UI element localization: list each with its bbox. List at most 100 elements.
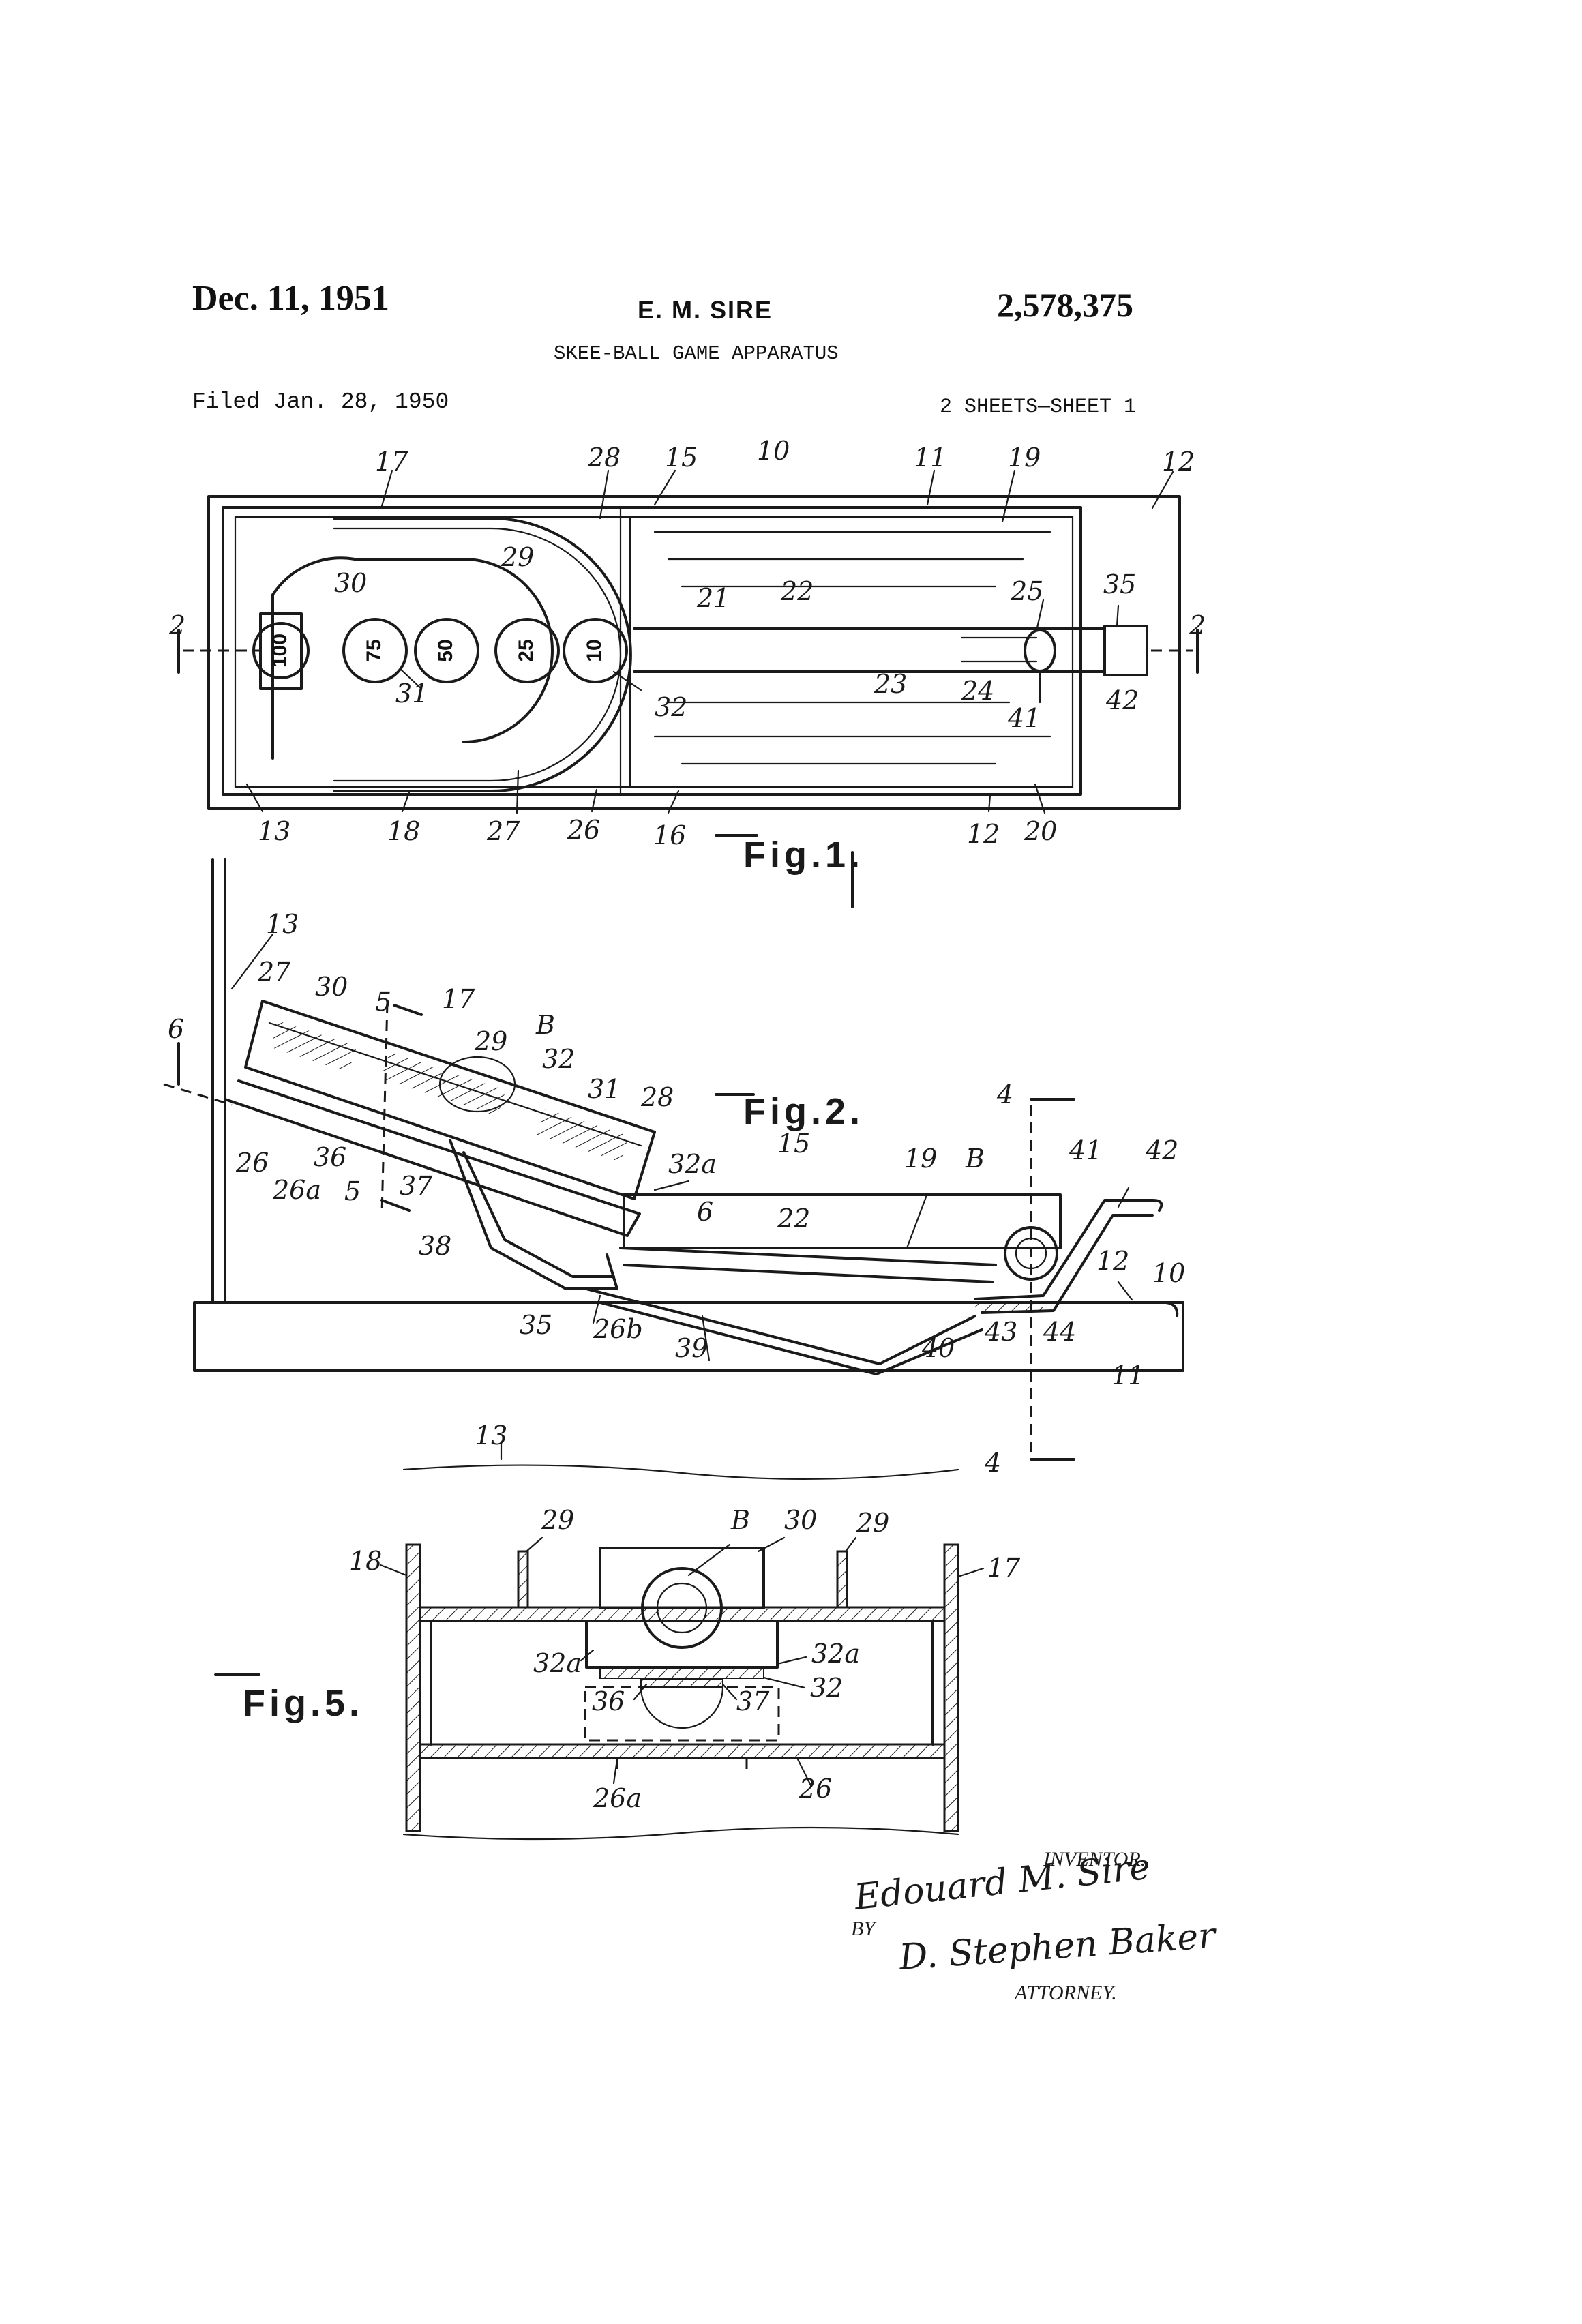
ref-label: 22 <box>777 1204 810 1234</box>
ref-label: 13 <box>266 909 299 939</box>
ref-label: 12 <box>1096 1246 1129 1276</box>
ref-label: 26 <box>567 815 600 845</box>
ref-label: 32a <box>533 1648 582 1678</box>
pocket-10: 10 <box>564 619 627 682</box>
ref-label: 18 <box>349 1546 382 1576</box>
ref-label: 36 <box>592 1686 625 1716</box>
ref-label: 22 <box>780 576 814 606</box>
by-caption: BY <box>851 1918 877 1940</box>
attorney-signature: D. Stephen Baker <box>897 1916 1219 1979</box>
ref-label: 11 <box>1111 1360 1144 1390</box>
ref-label: 44 <box>1043 1317 1076 1347</box>
ref-label: 38 <box>419 1231 451 1261</box>
ref-label: 6 <box>168 1014 184 1044</box>
figure-1-reference-numerals: 17 28 15 10 11 19 12 30 29 2 21 22 25 35… <box>168 436 1206 850</box>
ref-label: 27 <box>486 816 520 846</box>
ref-label: 30 <box>784 1505 817 1535</box>
ref-label: 5 <box>344 1176 361 1206</box>
ref-label: 37 <box>736 1686 770 1716</box>
ref-label: 42 <box>1105 685 1139 715</box>
ref-label: 11 <box>914 443 946 473</box>
pocket-75: 75 <box>344 619 406 682</box>
ref-label: 26a <box>593 1783 642 1813</box>
ref-label: 12 <box>1162 447 1195 477</box>
ref-label: 24 <box>961 676 994 706</box>
signature-block: INVENTOR. Edouard M. Sire BY D. Stephen … <box>851 1847 1219 2004</box>
ref-label: 32a <box>668 1149 717 1179</box>
ref-label: 2 <box>168 610 185 640</box>
svg-text:50: 50 <box>434 639 457 661</box>
pocket-25: 25 <box>496 619 558 682</box>
svg-text:25: 25 <box>515 639 537 661</box>
ref-label: 31 <box>395 679 428 709</box>
ref-label: 31 <box>588 1074 621 1104</box>
ref-label: 25 <box>1010 576 1043 606</box>
ref-label: 13 <box>475 1420 507 1450</box>
figure-5-label: Fig.5. <box>243 1683 363 1724</box>
pocket-50: 50 <box>415 619 478 682</box>
ref-label: 36 <box>314 1142 346 1172</box>
ref-label: 23 <box>874 669 907 699</box>
figure-2-label: Fig.2. <box>743 1091 864 1132</box>
ref-label: 37 <box>400 1171 433 1201</box>
ref-label: 29 <box>856 1508 889 1538</box>
ref-label: 12 <box>967 819 1000 849</box>
ref-label: 32 <box>542 1044 575 1074</box>
ref-label: 20 <box>1024 816 1057 846</box>
ref-label: 39 <box>675 1333 708 1363</box>
ref-label: 40 <box>921 1333 955 1363</box>
attorney-caption: ATTORNEY. <box>1013 1982 1117 2004</box>
figure-1-plan-view: 100 75 50 25 10 <box>168 436 1206 907</box>
svg-text:10: 10 <box>583 639 606 661</box>
figure-5-cross-section: 13 29 B 30 29 18 17 32a 32a 32 36 37 26a… <box>215 1420 1021 1839</box>
ref-label: 18 <box>387 816 420 846</box>
ref-label: 17 <box>375 447 408 477</box>
ref-label: 10 <box>1152 1258 1185 1288</box>
ref-label: 4 <box>984 1448 1001 1478</box>
svg-text:75: 75 <box>363 639 385 661</box>
ref-label: 43 <box>984 1317 1017 1347</box>
ref-label: 27 <box>257 957 291 987</box>
ref-label: 32 <box>655 692 687 722</box>
ref-label: 29 <box>541 1505 574 1535</box>
ref-label: 6 <box>697 1197 713 1227</box>
ref-label: 15 <box>777 1129 810 1159</box>
ref-label: 5 <box>375 987 391 1017</box>
ref-label: 19 <box>1008 443 1041 473</box>
ref-label: 42 <box>1145 1135 1178 1165</box>
ref-label: 16 <box>653 820 686 850</box>
ref-label: 41 <box>1069 1135 1102 1165</box>
ref-label: 26 <box>235 1148 269 1178</box>
ref-label: 28 <box>587 443 621 473</box>
ref-label: 29 <box>501 542 534 572</box>
ref-label: 35 <box>520 1310 552 1340</box>
ref-label: 26a <box>272 1175 321 1205</box>
figure-2-section-view: 13 27 30 5 17 6 29 B 32 31 28 26 36 26a … <box>164 859 1185 1478</box>
ref-label: 4 <box>996 1079 1013 1109</box>
ref-label: 17 <box>987 1553 1021 1583</box>
ref-label: 41 <box>1007 703 1041 733</box>
ref-label: 32a <box>811 1639 860 1669</box>
ref-label: 2 <box>1189 610 1206 640</box>
ref-label: 35 <box>1103 569 1136 599</box>
ref-label: B <box>535 1010 555 1040</box>
ref-label: 32 <box>810 1673 843 1703</box>
ref-label: 10 <box>757 436 790 466</box>
ref-label: 26b <box>593 1314 643 1344</box>
figure-1-label: Fig.1. <box>743 835 864 876</box>
ref-label: 30 <box>334 568 367 598</box>
ref-label: 13 <box>258 816 290 846</box>
ref-label: 29 <box>474 1026 507 1056</box>
inventor-signature: Edouard M. Sire <box>852 1847 1152 1918</box>
ref-label: 26 <box>799 1774 832 1804</box>
ref-label: B <box>730 1505 750 1535</box>
ref-label: 21 <box>696 583 730 613</box>
ref-label: 19 <box>904 1144 937 1174</box>
ref-label: 15 <box>665 443 698 473</box>
ref-label: 30 <box>315 972 348 1002</box>
ref-label: 28 <box>640 1082 674 1112</box>
ref-label: B <box>965 1144 985 1174</box>
ref-label: 17 <box>442 984 475 1014</box>
